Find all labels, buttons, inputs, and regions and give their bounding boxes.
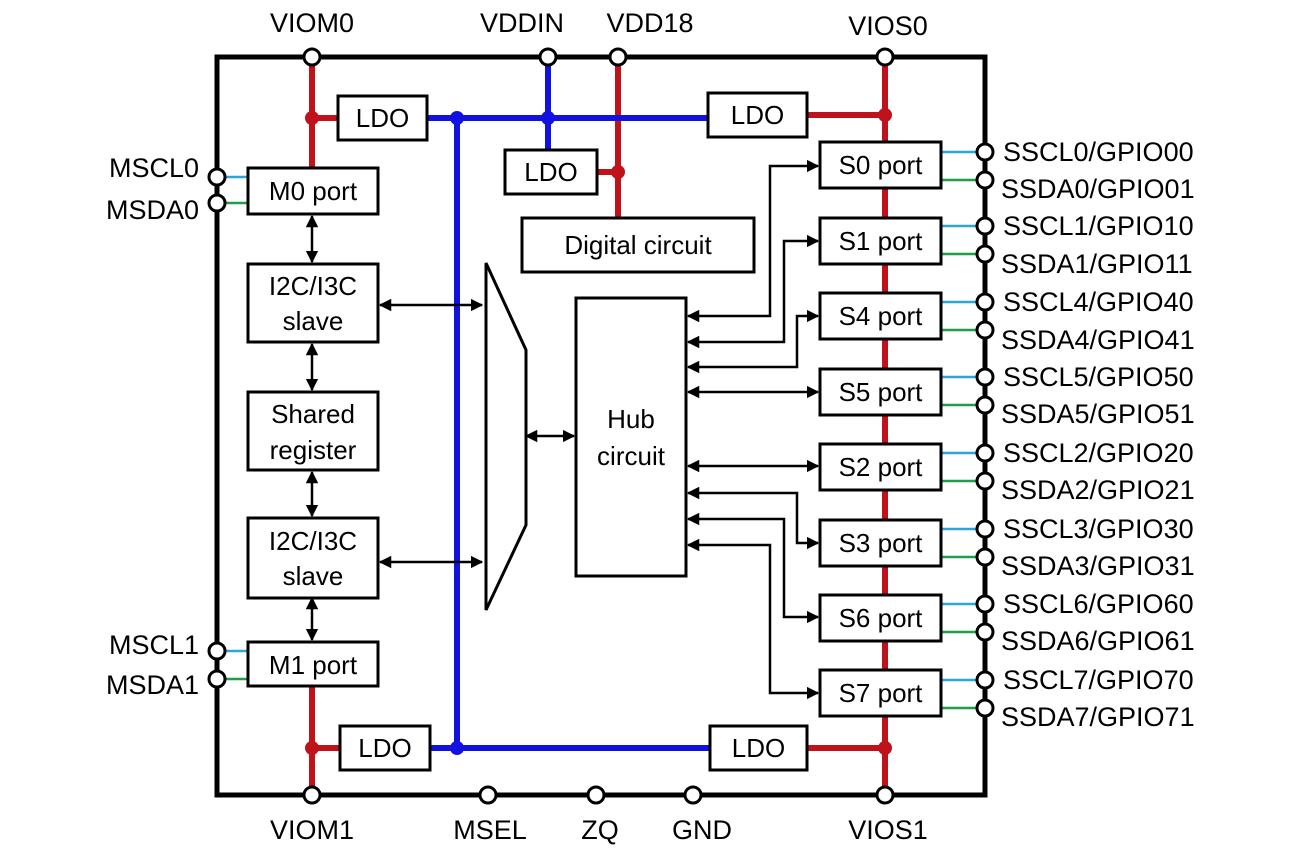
svg-text:S7 port: S7 port xyxy=(839,678,924,708)
pin-mscl0 xyxy=(207,167,227,187)
s7-port-block: S7 port xyxy=(818,668,943,718)
label-msel: MSEL xyxy=(453,815,527,845)
label-viom0: VIOM0 xyxy=(270,8,354,38)
label-vios1: VIOS1 xyxy=(848,815,928,845)
label-sscl1: SSCL1/GPIO10 xyxy=(1003,211,1194,241)
pin-viom1 xyxy=(302,785,322,805)
mux-block xyxy=(484,262,528,611)
label-vddin: VDDIN xyxy=(480,8,564,38)
svg-text:LDO: LDO xyxy=(358,733,411,763)
pin-viom0 xyxy=(302,47,322,67)
svg-text:S6 port: S6 port xyxy=(839,603,924,633)
label-viom1: VIOM1 xyxy=(270,815,354,845)
i2c-i3c-slave-block-bottom: I2C/I3C slave xyxy=(246,516,380,600)
label-zq: ZQ xyxy=(581,815,619,845)
svg-text:S5 port: S5 port xyxy=(839,377,924,407)
pin-vdd18 xyxy=(608,47,628,67)
pins xyxy=(207,47,995,805)
label-ssda1: SSDA1/GPIO11 xyxy=(1001,249,1193,279)
svg-text:M1 port: M1 port xyxy=(269,650,358,680)
hub-circuit-block: Hub circuit xyxy=(574,296,688,578)
label-gnd: GND xyxy=(672,815,732,845)
pin-labels: VIOM0 VDDIN VDD18 VIOS0 VIOM1 MSEL ZQ GN… xyxy=(106,8,1195,845)
s4-port-block: S4 port xyxy=(818,291,943,341)
label-msda1: MSDA1 xyxy=(106,670,199,700)
svg-text:S2 port: S2 port xyxy=(839,452,924,482)
svg-text:S1 port: S1 port xyxy=(839,226,924,256)
svg-text:slave: slave xyxy=(283,561,344,591)
pin-msda0 xyxy=(207,193,227,213)
label-ssda4: SSDA4/GPIO41 xyxy=(1001,325,1195,355)
svg-text:Shared: Shared xyxy=(271,399,355,429)
pin-msda1 xyxy=(207,669,227,689)
shared-register-block: Shared register xyxy=(246,390,380,472)
m1-port-block: M1 port xyxy=(246,640,380,688)
slave-bus-wires xyxy=(941,150,985,710)
ldo-top-left: LDO xyxy=(336,94,429,142)
svg-text:LDO: LDO xyxy=(731,100,784,130)
svg-text:register: register xyxy=(270,435,357,465)
s0-port-block: S0 port xyxy=(818,140,943,190)
svg-text:S4 port: S4 port xyxy=(839,301,924,331)
label-sscl3: SSCL3/GPIO30 xyxy=(1003,514,1194,544)
s2-port-block: S2 port xyxy=(818,442,943,492)
label-vdd18: VDD18 xyxy=(606,8,693,38)
label-vios0: VIOS0 xyxy=(848,11,928,41)
label-sscl0: SSCL0/GPIO00 xyxy=(1003,137,1194,167)
m0-port-block: M0 port xyxy=(246,166,380,216)
pin-msel xyxy=(478,785,498,805)
pin-vios0 xyxy=(875,47,895,67)
label-ssda2: SSDA2/GPIO21 xyxy=(1001,475,1195,505)
label-sscl7: SSCL7/GPIO70 xyxy=(1003,665,1194,695)
master-bus-wires xyxy=(217,175,248,681)
pin-gnd xyxy=(683,785,703,805)
svg-text:circuit: circuit xyxy=(597,441,666,471)
svg-text:I2C/I3C: I2C/I3C xyxy=(269,271,357,301)
label-sscl6: SSCL6/GPIO60 xyxy=(1003,589,1194,619)
svg-text:S3 port: S3 port xyxy=(839,528,924,558)
ldo-bottom-left: LDO xyxy=(338,724,432,772)
label-ssda0: SSDA0/GPIO01 xyxy=(1001,174,1195,204)
svg-text:Digital circuit: Digital circuit xyxy=(564,230,712,260)
ldo-bottom-right: LDO xyxy=(708,724,809,772)
label-sscl2: SSCL2/GPIO20 xyxy=(1003,438,1194,468)
s3-port-block: S3 port xyxy=(818,518,943,568)
label-sscl5: SSCL5/GPIO50 xyxy=(1003,362,1194,392)
pin-zq xyxy=(586,785,606,805)
label-mscl0: MSCL0 xyxy=(109,153,199,183)
pin-vddin xyxy=(538,47,558,67)
svg-text:I2C/I3C: I2C/I3C xyxy=(269,526,357,556)
label-mscl1: MSCL1 xyxy=(109,630,199,660)
s1-port-block: S1 port xyxy=(818,216,943,266)
svg-text:LDO: LDO xyxy=(732,733,785,763)
s5-port-block: S5 port xyxy=(818,367,943,417)
label-ssda3: SSDA3/GPIO31 xyxy=(1001,551,1195,581)
ldo-top-right: LDO xyxy=(706,91,809,139)
signal-connections xyxy=(305,159,820,700)
svg-text:Hub: Hub xyxy=(607,404,655,434)
label-ssda7: SSDA7/GPIO71 xyxy=(1001,702,1195,732)
i2c-i3c-slave-block-top: I2C/I3C slave xyxy=(246,262,380,344)
svg-text:slave: slave xyxy=(283,306,344,336)
ldo-core: LDO xyxy=(503,148,599,196)
label-ssda6: SSDA6/GPIO61 xyxy=(1001,626,1195,656)
svg-text:S0 port: S0 port xyxy=(839,150,924,180)
svg-text:M0 port: M0 port xyxy=(269,176,358,206)
pin-mscl1 xyxy=(207,641,227,661)
digital-circuit-block: Digital circuit xyxy=(520,216,756,274)
label-ssda5: SSDA5/GPIO51 xyxy=(1001,399,1195,429)
label-msda0: MSDA0 xyxy=(106,195,199,225)
svg-text:LDO: LDO xyxy=(356,103,409,133)
pin-vios1 xyxy=(875,785,895,805)
label-sscl4: SSCL4/GPIO40 xyxy=(1003,287,1194,317)
s6-port-block: S6 port xyxy=(818,593,943,643)
svg-text:LDO: LDO xyxy=(524,157,577,187)
